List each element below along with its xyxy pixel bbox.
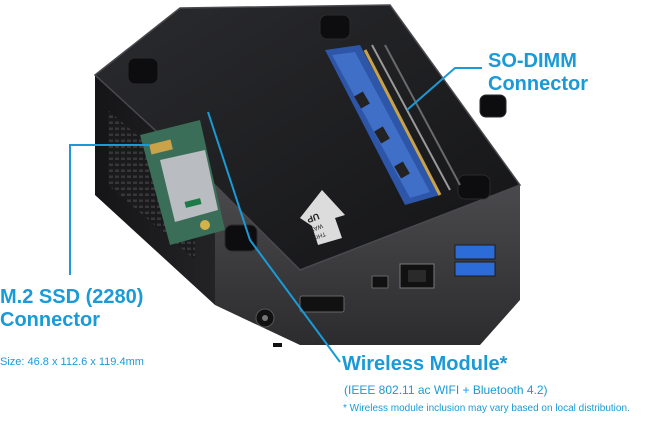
usb-port-1 xyxy=(454,244,496,260)
m2-label-line1: M.2 SSD (2280) xyxy=(0,286,144,308)
rubber-foot xyxy=(224,224,258,252)
m2-label-line2: Connector xyxy=(0,309,100,331)
security-slot xyxy=(273,343,282,347)
rubber-foot xyxy=(457,174,491,200)
callout-line-wireless xyxy=(207,111,341,363)
hdmi-port xyxy=(299,295,345,313)
rubber-foot xyxy=(479,94,507,118)
arrow-text-this: THIS xyxy=(311,230,326,240)
top-panel xyxy=(95,5,520,270)
sodimm-module xyxy=(325,45,442,205)
mini-displayport xyxy=(371,275,389,289)
usb-port-2 xyxy=(454,261,496,277)
rubber-foot xyxy=(319,14,351,40)
sodimm-label-line2: Connector xyxy=(488,73,588,95)
m2-board xyxy=(140,120,225,245)
arrow-text-up: UP xyxy=(306,211,321,225)
sodimm-slot xyxy=(371,44,461,191)
wireless-spec: (IEEE 802.11 ac WIFI + Bluetooth 4.2) xyxy=(344,383,548,397)
arrow-text-way: WAY xyxy=(309,222,323,232)
this-way-up-arrow: UP WAY THIS xyxy=(300,190,345,245)
callout-line-m2 xyxy=(69,144,150,275)
size-spec: Size: 46.8 x 112.6 x 119.4mm xyxy=(0,356,144,368)
wireless-callout-label: Wireless Module* xyxy=(342,353,508,375)
top-edge-highlight xyxy=(93,4,522,271)
ethernet-port xyxy=(399,263,435,289)
power-jack xyxy=(255,308,275,328)
callout-line-sodimm xyxy=(406,67,482,111)
rubber-foot xyxy=(127,57,159,85)
wireless-footnote: * Wireless module inclusion may vary bas… xyxy=(343,403,630,414)
m2-callout-label: M.2 SSD (2280) Connector xyxy=(0,286,143,332)
sodimm-callout-label: SO-DIMM Connector xyxy=(488,50,588,96)
sodimm-label-line1: SO-DIMM xyxy=(488,50,577,72)
